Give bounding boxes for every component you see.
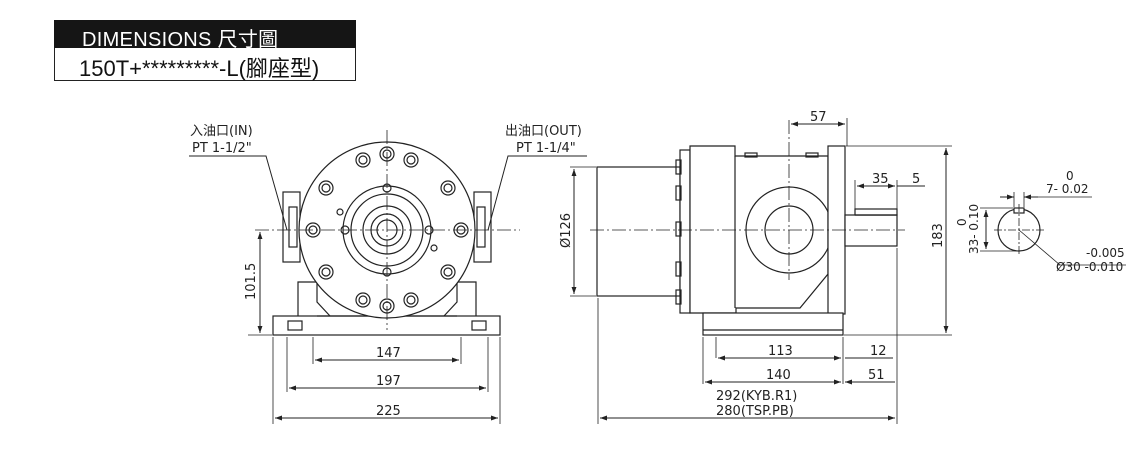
inlet-leader [189,155,288,231]
dim-51: 51 [868,368,885,383]
dia-tol-upper: -0.005 [1086,246,1125,260]
dim-280: 280(TSP.PB) [716,404,794,419]
front-view [189,130,587,424]
dim-35: 35 [872,172,889,187]
shaft-section-view [980,192,1126,266]
dim-57: 57 [810,110,827,125]
dim-183: 183 [931,223,946,248]
dim-140: 140 [766,368,791,383]
side-view [570,118,952,424]
motor-cylinder [596,166,681,297]
header-model-bar: 150T+*********-L(腳座型) [54,48,356,81]
side-housing [689,145,829,314]
dim-197: 197 [376,374,401,389]
outlet-thread: PT 1-1/4" [516,141,576,156]
dim-225: 225 [376,404,401,419]
outlet-leader [487,155,587,231]
key-tol-upper: 0 [1066,169,1074,183]
key-depth-tol: 0 [955,218,969,226]
shaft-dia: Ø30 -0.010 [1056,260,1123,274]
front-foot-base [272,315,501,336]
dim-292: 292(KYB.R1) [716,389,797,404]
key-width: 7- 0.02 [1046,182,1089,196]
outlet-label: 出油口(OUT) [505,124,582,139]
header-title-bar: DIMENSIONS 尺寸圖 [54,20,356,51]
header-title: DIMENSIONS 尺寸圖 [82,29,279,51]
header-model: 150T+*********-L(腳座型) [79,56,320,81]
dim-shaft-height: 101.5 [244,263,259,300]
dim-12: 12 [870,344,887,359]
dim-113: 113 [768,344,793,359]
key-depth: 33- 0.10 [967,204,981,254]
inlet-thread: PT 1-1/2" [192,141,252,156]
side-shaft [844,214,898,247]
dim-dia126: Ø126 [559,213,574,248]
dim-147: 147 [376,346,401,361]
inlet-label: 入油口(IN) [190,124,253,139]
side-foot [702,312,844,336]
dim-5: 5 [912,172,920,187]
